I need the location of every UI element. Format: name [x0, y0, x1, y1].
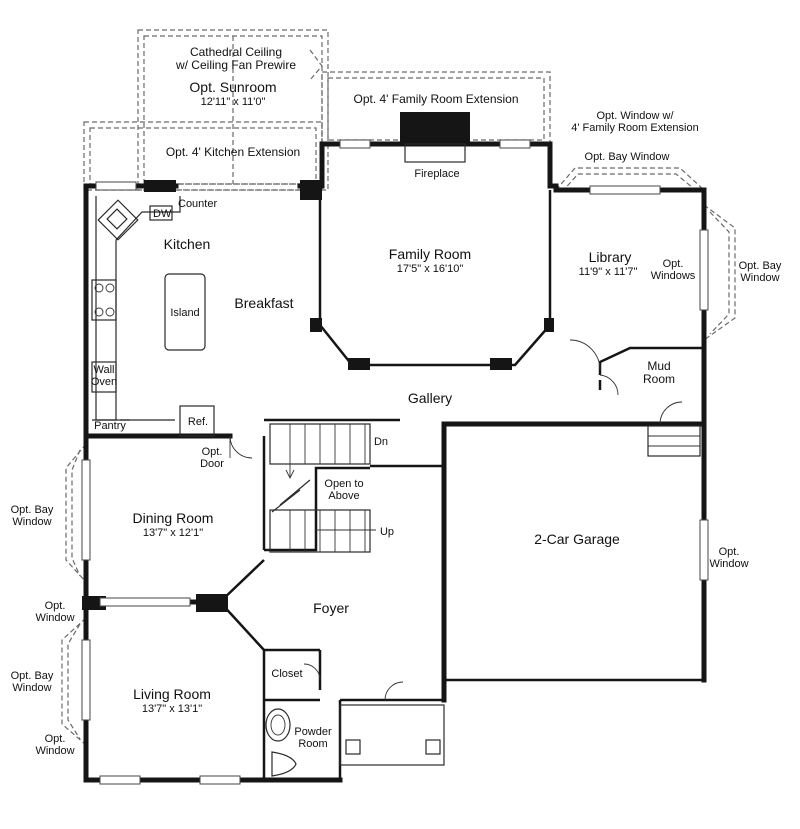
opt-windows-label: Opt. Windows	[651, 258, 696, 282]
family-room-extension-label: Opt. 4' Family Room Extension	[353, 92, 519, 106]
opt-window-garage-label: Opt. Window	[709, 546, 748, 570]
opt-window-left-label: Opt. Window	[35, 600, 74, 624]
opt-window-left-text-1: Opt.	[44, 600, 66, 612]
wall-oven-text-2: Oven	[90, 376, 118, 388]
opt-door-text-1: Opt.	[201, 446, 223, 458]
living-room-label: Living Room	[133, 686, 211, 702]
counter-label: Counter	[178, 198, 218, 210]
refrigerator-label: Ref.	[187, 416, 209, 428]
opt-window-ext-text-2: 4' Family Room Extension	[571, 122, 699, 134]
dishwasher-label: DW	[153, 208, 172, 220]
opt-window-garage-text-2: Window	[709, 558, 749, 570]
opt-bay-window-right-label: Opt. Bay Window	[739, 260, 782, 284]
dining-room-label: Dining Room	[132, 510, 214, 526]
sunroom-label: Opt. Sunroom	[189, 79, 277, 95]
mud-room-text-2: Room	[642, 372, 676, 386]
windows	[81, 139, 709, 785]
kitchen-fixtures	[91, 196, 215, 437]
mud-room-text-1: Mud	[647, 359, 671, 373]
breakfast-label: Breakfast	[234, 295, 294, 311]
powder-room-label: Powder Room	[294, 726, 331, 750]
opt-door-text-2: Door	[200, 458, 224, 470]
opt-window-extension-label: Opt. Window w/ 4' Family Room Extension	[571, 110, 698, 134]
opt-bay-right-text-2: Window	[740, 272, 780, 284]
opt-bay-window-left-label: Opt. Bay Window	[11, 504, 54, 528]
stairs	[269, 423, 376, 553]
optional-additions	[61, 29, 736, 746]
powder-room-text-1: Powder	[294, 726, 332, 738]
family-room-dimensions: 17'5" x 16'10"	[396, 263, 464, 275]
opt-bay-left2-text-2: Window	[12, 682, 52, 694]
open-to-above-label: Open to Above	[324, 478, 363, 502]
opt-window-left-text-2: Window	[35, 612, 75, 624]
wall-columns	[82, 112, 554, 612]
opt-window-bottom-text-1: Opt.	[44, 733, 66, 745]
open-above-text-1: Open to	[324, 478, 364, 490]
opt-bay-left2-text-1: Opt. Bay	[10, 670, 54, 682]
stairs-down-label: Dn	[373, 436, 389, 448]
sunroom-dimensions: 12'11" x 11'0"	[200, 96, 266, 108]
mud-room-label: Mud Room	[643, 360, 675, 386]
island-label: Island	[170, 307, 200, 319]
opt-bay-window-left2-label: Opt. Bay Window	[11, 670, 54, 694]
family-room-label: Family Room	[388, 246, 472, 262]
opt-windows-text-1: Opt.	[662, 258, 684, 270]
opt-bay-right-text-1: Opt. Bay	[738, 260, 782, 272]
wall-oven-label: Wall Oven	[91, 364, 117, 388]
porch-posts	[345, 739, 441, 755]
opt-door-label: Opt. Door	[200, 446, 224, 470]
powder-room-text-2: Room	[298, 738, 328, 750]
library-label: Library	[588, 249, 632, 265]
fireplace-label: Fireplace	[414, 168, 460, 180]
opt-bay-left-text-1: Opt. Bay	[10, 504, 54, 516]
opt-bay-window-top-label: Opt. Bay Window	[584, 151, 670, 163]
opt-window-ext-text-1: Opt. Window w/	[596, 110, 674, 122]
doors	[229, 339, 683, 701]
closet-label: Closet	[271, 668, 303, 680]
wall-oven-text-1: Wall	[93, 364, 115, 376]
opt-window-bottom-label: Opt. Window	[35, 733, 74, 757]
living-room-dimensions: 13'7" x 13'1"	[141, 703, 203, 715]
gallery-label: Gallery	[407, 390, 453, 406]
foyer-label: Foyer	[313, 600, 349, 616]
dining-room-dimensions: 13'7" x 12'1"	[142, 527, 204, 539]
pantry-label: Pantry	[94, 420, 126, 432]
kitchen-label: Kitchen	[163, 236, 211, 252]
garage-label: 2-Car Garage	[534, 531, 620, 547]
garage-steps	[647, 425, 701, 457]
opt-window-garage-text-1: Opt.	[718, 546, 740, 558]
library-dimensions: 11'9" x 11'7"	[578, 266, 638, 278]
opt-window-bottom-text-2: Window	[35, 745, 75, 757]
kitchen-extension-label: Opt. 4' Kitchen Extension	[165, 145, 301, 159]
open-above-text-2: Above	[328, 490, 360, 502]
opt-bay-left-text-2: Window	[12, 516, 52, 528]
ceiling-fan-text: w/ Ceiling Fan Prewire	[175, 58, 297, 72]
cathedral-ceiling-label: Cathedral Ceiling w/ Ceiling Fan Prewire	[176, 46, 296, 72]
powder-fixtures	[265, 708, 297, 777]
opt-windows-text-2: Windows	[650, 270, 696, 282]
fireplace-hearth	[404, 143, 466, 163]
stairs-up-label: Up	[379, 526, 395, 538]
cathedral-ceiling-text: Cathedral Ceiling	[189, 45, 283, 59]
